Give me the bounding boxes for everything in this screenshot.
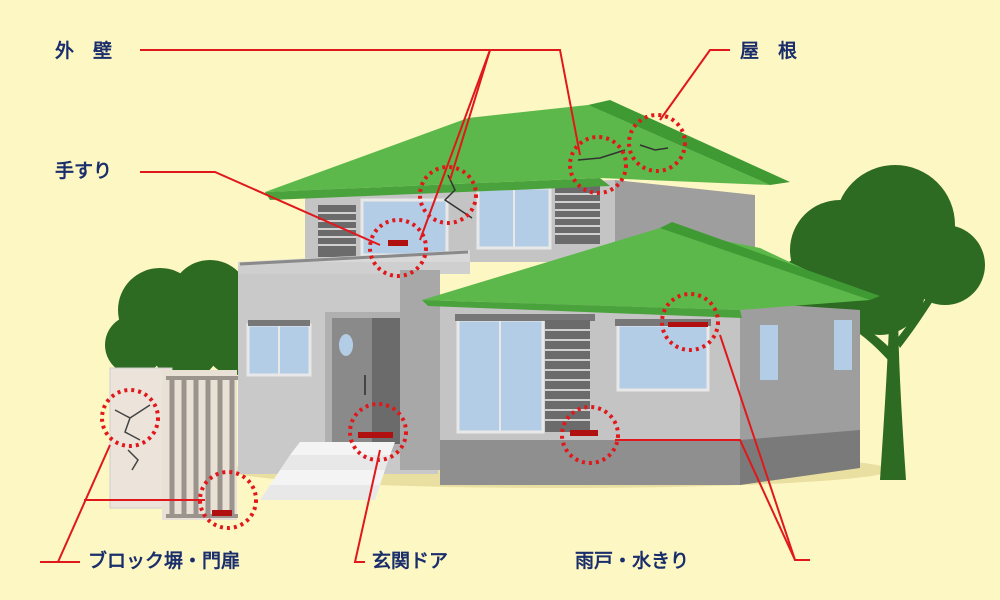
shutter-circle xyxy=(560,405,620,465)
roof-circle xyxy=(627,113,687,173)
entrance-steps xyxy=(260,442,395,500)
damage-marks xyxy=(443,144,669,219)
door-damage-mark xyxy=(358,432,393,438)
callout-lines xyxy=(40,49,810,563)
shutter-damage-mark xyxy=(570,430,598,436)
flashing-damage-mark xyxy=(668,322,708,327)
callout-circles xyxy=(100,113,720,530)
entrance-door-circle xyxy=(348,402,408,462)
gate-damage-mark xyxy=(212,510,232,516)
outer-wall-circle-1 xyxy=(418,165,478,225)
handrail-damage-mark xyxy=(388,240,408,246)
lower-right-wing xyxy=(440,302,860,485)
flashing-circle xyxy=(660,292,720,352)
label-handrail: 手すり xyxy=(55,160,113,182)
outer-wall-circle-2 xyxy=(568,135,628,195)
main-roof xyxy=(265,100,790,200)
lower-roof xyxy=(422,222,880,318)
label-shutter-flashing: 雨戸・水きり xyxy=(575,550,690,572)
label-roof: 屋 根 xyxy=(740,40,798,62)
label-block-wall-gate: ブロック塀・門扉 xyxy=(88,550,241,572)
block-wall-circle xyxy=(100,388,160,448)
label-entrance-door: 玄関ドア xyxy=(372,550,449,572)
handrail-circle xyxy=(368,218,428,278)
gate-circle xyxy=(198,470,258,530)
label-outer-wall: 外 壁 xyxy=(55,40,113,62)
left-tree xyxy=(105,260,265,380)
block-wall-gate xyxy=(109,367,238,520)
